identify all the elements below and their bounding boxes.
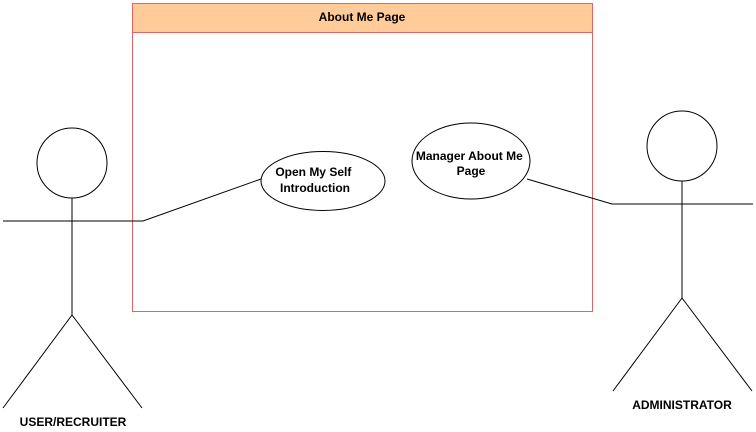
- actor-administrator[interactable]: ADMINISTRATOR: [612, 110, 753, 412]
- svg-text:Manager About Me Page: Manager About Me Page: [416, 149, 526, 178]
- use-case-label-line1: Manager About Me: [416, 149, 523, 163]
- use-case-ellipse: [411, 122, 531, 200]
- use-case-open-intro[interactable]: Open My Self Introduction: [260, 151, 386, 211]
- actor-user-recruiter[interactable]: USER/RECRUITER: [2, 127, 143, 429]
- actor-right-leg: [71, 314, 143, 409]
- svg-text:Open My Self Introductio: Open My Self Introduction: [275, 165, 354, 195]
- actor-head: [646, 110, 718, 182]
- actor-head: [36, 127, 108, 199]
- actor-left-leg: [2, 314, 73, 409]
- system-boundary-header: [132, 3, 593, 33]
- actor-right-leg: [681, 297, 753, 392]
- actor-label: USER/RECRUITER: [20, 415, 127, 429]
- actor-left-leg: [612, 297, 683, 392]
- use-case-label-line2: Introduction: [280, 181, 350, 195]
- use-case-ellipse: [260, 151, 386, 211]
- actor-label: ADMINISTRATOR: [632, 398, 732, 412]
- use-case-label-line2: Page: [457, 164, 486, 178]
- system-title: About Me Page: [319, 10, 406, 24]
- use-case-manage-about[interactable]: Manager About Me Page: [411, 122, 531, 200]
- use-case-label-line1: Open My Self: [275, 165, 352, 179]
